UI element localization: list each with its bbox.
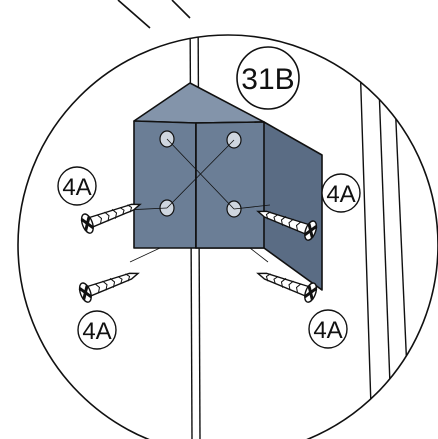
detail-scene [78,35,411,439]
screw-label: 4A [313,317,342,344]
screw-callout-upper-right: 4A [321,173,361,213]
screw-callout-lower-left: 4A [77,310,117,350]
screw-label: 4A [82,318,111,345]
part-label-31b: 31B [241,63,294,96]
wood-screw-icon [78,203,318,303]
screw-callout-lower-right: 4A [308,309,348,349]
magnified-detail-circle [17,34,438,439]
part-callout-31b: 31B [236,46,300,110]
corner-bracket-icon [133,82,323,291]
screw-label: 4A [326,181,355,208]
screw-label: 4A [62,174,91,201]
screw-callout-upper-left: 4A [57,166,97,206]
callout-pointer [117,0,191,29]
